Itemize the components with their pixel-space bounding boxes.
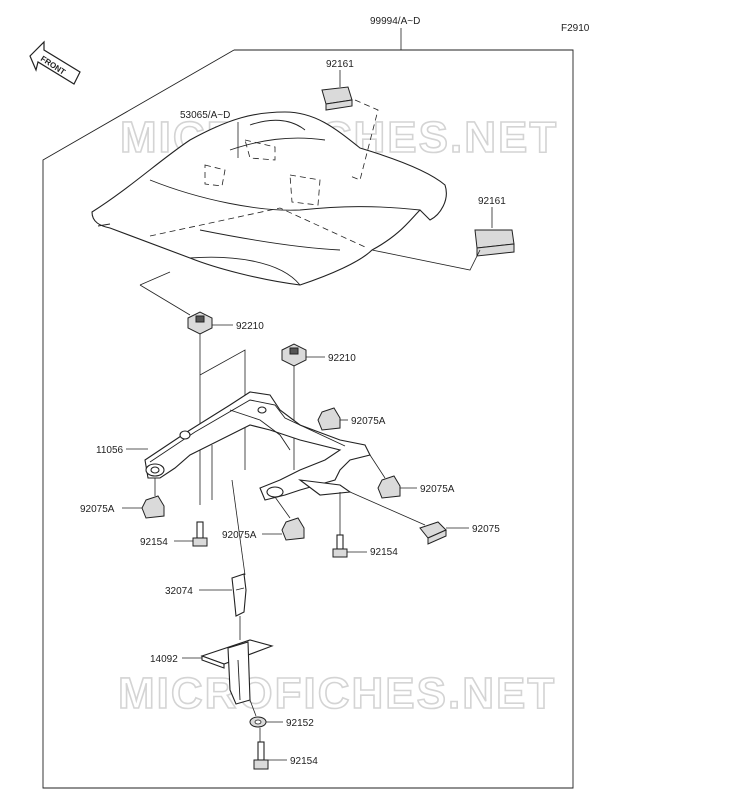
stay-32074 [231,573,247,617]
pad-92161-right [474,229,515,257]
label-92210-left: 92210 [236,321,264,332]
washer-92152 [249,716,267,728]
bolt-92154-2 [332,534,348,558]
label-92075A-1: 92075A [351,416,386,427]
label-14092: 14092 [150,654,178,665]
label-92075A-4: 92075A [222,530,257,541]
label-32074: 32074 [165,586,193,597]
clip-92210-left [187,311,213,335]
figure-code: F2910 [561,23,590,34]
assembly-frame [42,28,574,789]
front-arrow-icon: FRONT [29,40,81,85]
bolt-92154-1 [192,521,208,547]
label-92210-right: 92210 [328,353,356,364]
label-11056: 11056 [96,445,124,456]
label-92152: 92152 [286,718,314,729]
label-92075A-3: 92075A [80,504,115,515]
label-92154-2: 92154 [370,547,398,558]
label-92161-top: 92161 [326,59,354,70]
bracket-11056 [144,391,371,501]
seat-cowl [91,99,447,286]
label-99994: 99994/A~D [370,16,420,27]
label-92161-right: 92161 [478,196,506,207]
label-92154-3: 92154 [290,756,318,767]
bolt-92154-3 [253,741,269,770]
bumper-92075A-3 [141,495,165,519]
label-92075A-2: 92075A [420,484,455,495]
label-92075: 92075 [472,524,500,535]
label-53065: 53065/A~D [180,110,230,121]
label-92154-1: 92154 [140,537,168,548]
bumper-92075A-4 [281,517,305,541]
pad-92075 [419,521,447,545]
bumper-92075A-2 [377,475,401,499]
bracket-14092 [200,639,274,705]
pad-92161-top [321,86,353,111]
bumper-92075A-1 [317,407,341,431]
clip-92210-right [281,343,307,367]
watermark-bottom: MICROFICHES.NET [118,669,556,718]
